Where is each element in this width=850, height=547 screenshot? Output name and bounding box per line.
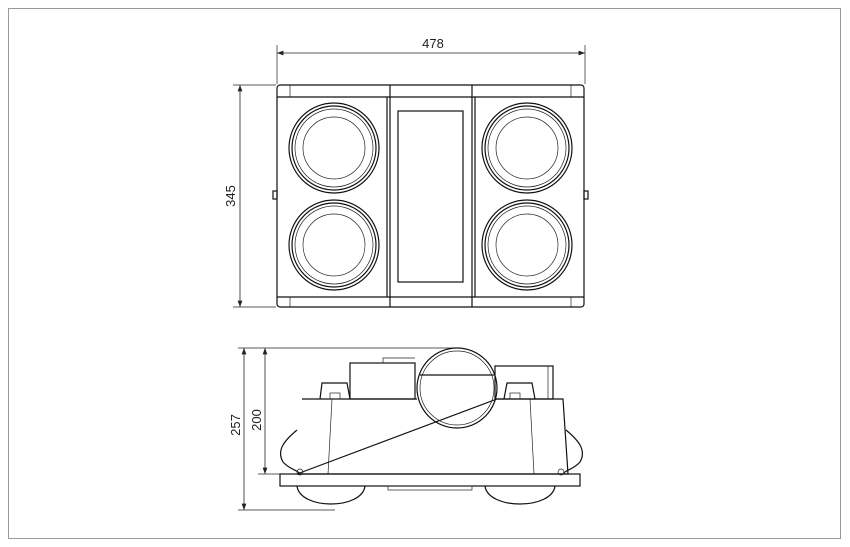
center-panel [397,110,464,283]
width-dimension-label: 478 [422,36,444,51]
body-height-dimension-label: 200 [249,409,264,431]
duct-port-bottom-left [288,199,380,291]
unit-body [296,398,569,475]
total-height-dimension-label: 257 [228,414,243,436]
height-dimension-label: 345 [223,185,238,207]
duct-port-top-right [481,102,573,194]
base-plate [279,473,581,487]
bottom-bulge-left [296,485,366,505]
bottom-bulge-right [484,485,556,505]
side-view: 257 200 [228,347,584,511]
duct-connector [416,347,498,429]
duct-port-top-left [288,102,380,194]
duct-port-bottom-right [481,199,573,291]
drawing-frame [8,8,841,539]
top-view: 478 345 [223,36,589,308]
